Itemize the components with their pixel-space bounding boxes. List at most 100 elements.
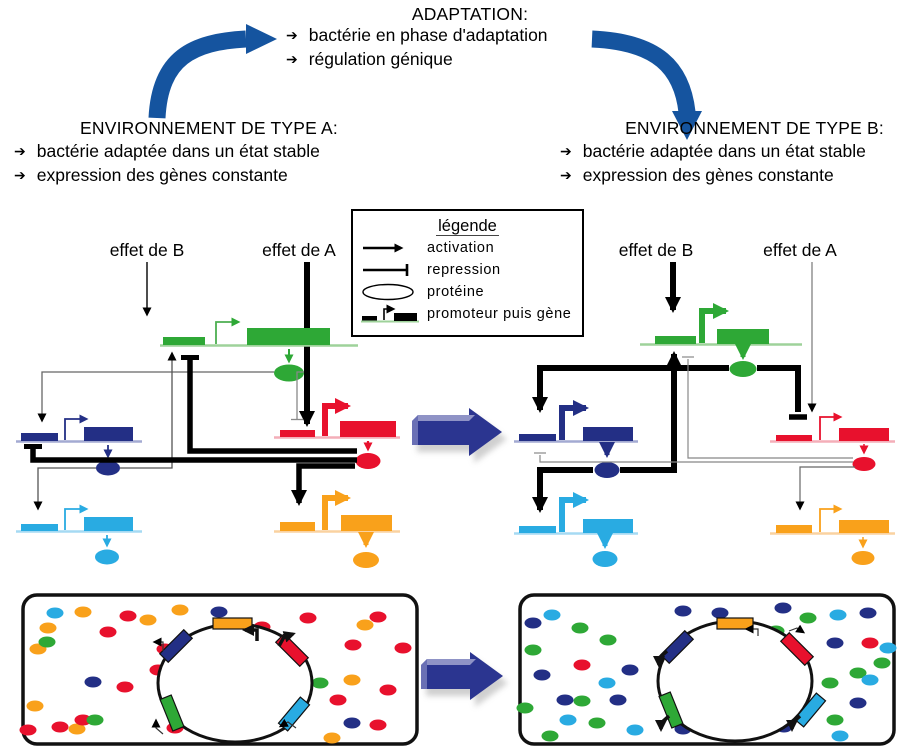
- plasmid-promoter-orange-strong: [242, 624, 259, 641]
- environment-a-title: ENVIRONNEMENT DE TYPE A:: [80, 118, 338, 138]
- plasmid-promoter-green-weak: [151, 718, 164, 735]
- cell-left: [19, 593, 419, 746]
- protein-dot-navy: [524, 617, 542, 629]
- plasmid-gene-orange: [716, 617, 754, 630]
- protein-dot-navy: [621, 664, 639, 676]
- gene-unit-red-a: [274, 398, 400, 469]
- protein-dot-green: [873, 657, 891, 669]
- adaptation-bullets: ➔ bactérie en phase d'adaptation ➔ régul…: [286, 25, 548, 71]
- gene-unit-navy-b: [514, 400, 638, 478]
- legend-label-protein: protéine: [427, 283, 485, 300]
- environment-b-title: ENVIRONNEMENT DE TYPE B:: [625, 118, 884, 138]
- protein-dot-orange: [26, 700, 44, 712]
- environment-b-bullet-1: ➔ bactérie adaptée dans un état stable: [560, 141, 884, 162]
- promoter-gene-icon: [361, 304, 419, 323]
- plasmid-promoter-green-strong: [655, 714, 671, 732]
- protein-dot-lb: [831, 730, 849, 742]
- environment-b-bullet-2: ➔ expression des gènes constante: [560, 165, 884, 186]
- plasmid-promoter-lightblue-weak: [278, 718, 297, 729]
- protein-dot-green: [86, 714, 104, 726]
- plasmid-gene-navy: [158, 628, 194, 664]
- link-red-represses-navy-strong: [30, 449, 357, 463]
- protein-dot-navy: [84, 676, 102, 688]
- gene-unit-green-b: [640, 303, 802, 377]
- plasmid-promoter-navy-weak: [152, 637, 164, 651]
- legend-box: légende activation repression protéine p…: [351, 209, 584, 337]
- activation-arrow-icon: [363, 243, 404, 252]
- protein-dot-green: [573, 695, 591, 707]
- legend-label-promoter: promoteur puis gène: [427, 306, 572, 322]
- protein-dot-orange: [323, 732, 341, 744]
- bullet-arrow-icon: ➔: [286, 51, 298, 68]
- link-red-represses-green-weak: [687, 359, 853, 459]
- link-navy-activates-green-weak: [120, 351, 177, 469]
- legend-row-repression: repression: [353, 259, 582, 280]
- protein-dot-red: [369, 719, 387, 731]
- repression-tbar-icon: [363, 263, 409, 276]
- plasmid-gene-green: [658, 691, 684, 729]
- legend-title: légende: [436, 217, 499, 236]
- link-navy-activates-lightblue-strong: [532, 467, 593, 513]
- cell-right: [516, 593, 897, 746]
- gene-unit-navy-a: [16, 414, 142, 476]
- adaptation-bullet-2: ➔ régulation génique: [286, 49, 548, 70]
- protein-dot-orange: [139, 614, 157, 626]
- transition-arrow-top: [412, 408, 507, 463]
- protein-dot-green: [588, 717, 606, 729]
- protein-dot-red: [573, 659, 591, 671]
- protein-dot-navy: [774, 602, 792, 614]
- bullet-arrow-icon: ➔: [286, 27, 298, 43]
- protein-dot-green: [599, 634, 617, 646]
- environment-a-block: ENVIRONNEMENT DE TYPE A: ➔ bactérie adap…: [14, 118, 338, 187]
- protein-dot-green: [821, 677, 839, 689]
- legend-label-activation: activation: [427, 239, 495, 256]
- protein-dot-red: [369, 611, 387, 623]
- bullet-arrow-icon: ➔: [560, 143, 572, 159]
- protein-dot-red: [119, 610, 137, 622]
- environment-b-bullet-2-text: expression des gènes constante: [582, 165, 834, 186]
- protein-dot-navy: [210, 606, 228, 618]
- protein-dot-navy: [556, 694, 574, 706]
- protein-dot-green: [571, 622, 589, 634]
- curved-arrow-right: [591, 30, 702, 140]
- network-b: effet de B effet de A: [514, 240, 895, 567]
- protein-dot-green: [311, 677, 329, 689]
- protein-dot-green: [849, 667, 867, 679]
- link-navy-activates-green-strong: [620, 351, 682, 473]
- protein-dot-navy: [533, 669, 551, 681]
- protein-dot-navy: [609, 694, 627, 706]
- plasmid-promoter-orange-weak: [744, 624, 759, 636]
- protein-dot-lb: [626, 724, 644, 736]
- bullet-arrow-icon: ➔: [560, 167, 572, 184]
- protein-dot-green: [516, 702, 534, 714]
- protein-dot-orange: [74, 606, 92, 618]
- gene-unit-lightblue-b: [514, 492, 638, 567]
- link-green-represses-red-weak: [296, 371, 304, 419]
- adaptation-bullet-2-text: régulation génique: [308, 49, 453, 70]
- protein-dot-navy: [343, 717, 361, 729]
- gene-unit-lightblue-a: [16, 504, 142, 565]
- environment-a-bullet-1-text: bactérie adaptée dans un état stable: [36, 141, 320, 161]
- environment-b-bullet-1-text: bactérie adaptée dans un état stable: [582, 141, 866, 161]
- curved-arrow-left: [148, 24, 277, 119]
- bullet-arrow-icon: ➔: [14, 143, 26, 159]
- plasmid-gene-green: [159, 694, 185, 732]
- adaptation-bullet-1-text: bactérie en phase d'adaptation: [308, 25, 548, 45]
- link-navy-activates-lightblue-weak: [33, 467, 96, 511]
- protein-dot-red: [116, 681, 134, 693]
- environment-a-bullet-2-text: expression des gènes constante: [36, 165, 288, 186]
- protein-dot-red: [74, 714, 92, 726]
- plasmid-promoter-navy-strong: [653, 649, 669, 668]
- link-red-activates-orange-strong: [291, 463, 355, 506]
- plasmid-gene-lightblue: [793, 692, 827, 728]
- link-red-activates-orange-weak: [795, 466, 855, 511]
- protein-dot-navy: [674, 605, 692, 617]
- legend-row-activation: activation: [353, 237, 582, 258]
- plasmid-gene-red: [779, 631, 815, 667]
- protein-ellipse-icon: [362, 283, 414, 300]
- plasmid-promoter-red-weak: [788, 624, 806, 634]
- protein-dot-orange: [39, 622, 57, 634]
- protein-dot-red: [344, 639, 362, 651]
- environment-a-bullet-1: ➔ bactérie adaptée dans un état stable: [14, 141, 338, 162]
- legend-row-promoter: promoteur puis gène: [353, 303, 582, 324]
